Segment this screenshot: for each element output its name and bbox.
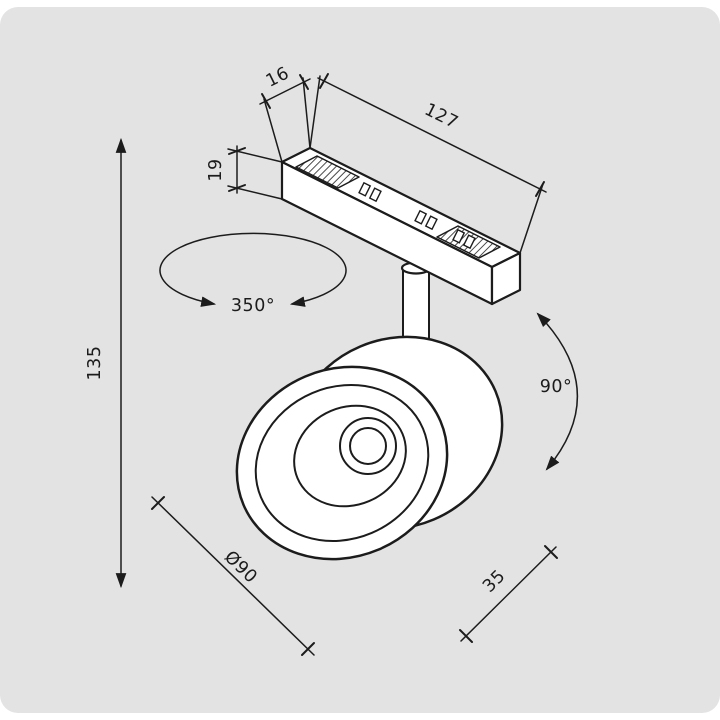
lens-inner	[349, 427, 387, 465]
head-inner-ring	[293, 404, 407, 508]
head-front-face	[235, 365, 449, 561]
dimension-track-height: 19	[206, 145, 283, 200]
dim-track-height-label: 19	[206, 158, 226, 181]
dim-overall-height-label: 135	[85, 346, 105, 381]
spring-clip	[452, 228, 476, 250]
track-base	[280, 146, 522, 306]
track-base-end-face	[490, 251, 522, 306]
spring-clip	[358, 181, 382, 203]
tilt-label: 90°	[540, 377, 573, 397]
rotation-arc-350: 350°	[159, 232, 347, 316]
lens-outer	[339, 417, 397, 475]
spotlight-head	[235, 335, 504, 561]
spring-clip	[414, 209, 438, 231]
head-bezel-ring	[254, 384, 430, 542]
dimension-track-length: 127	[309, 73, 547, 254]
tilt-arc-90: 90°	[536, 312, 578, 471]
rotation-label: 350°	[231, 296, 275, 316]
magnet-pad-left	[295, 155, 360, 189]
dimension-overall-height: 135	[85, 137, 127, 589]
